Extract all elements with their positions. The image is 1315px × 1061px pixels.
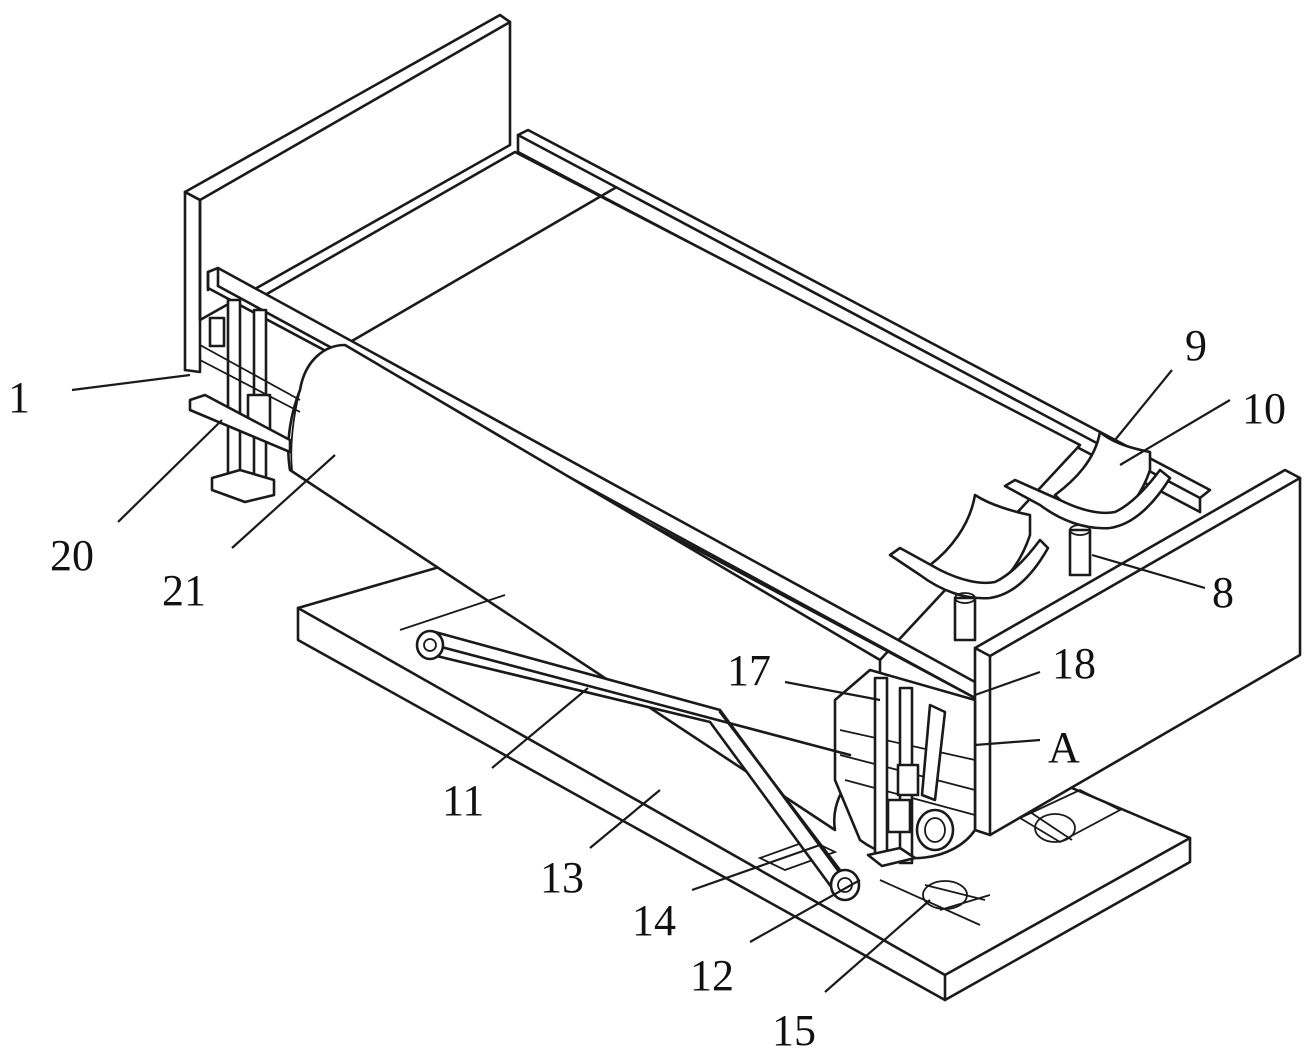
leader-13 (589, 789, 661, 849)
scissor-linkage (399, 594, 861, 902)
leg-support-near (888, 493, 1050, 642)
label-14: 14 (632, 896, 676, 945)
leader-A (974, 738, 1041, 747)
reference-labels: 1 20 21 9 10 8 17 18 A 11 13 14 12 15 (8, 321, 1286, 1055)
right-lift-assembly (833, 668, 977, 868)
leader-11 (491, 687, 589, 769)
label-17: 17 (727, 646, 771, 695)
label-A: A (1048, 723, 1080, 772)
label-15: 15 (772, 1006, 816, 1055)
leader-lines (71, 369, 1231, 993)
leader-17 (784, 680, 881, 702)
label-11: 11 (442, 776, 484, 825)
leader-12 (749, 879, 861, 943)
label-8: 8 (1212, 568, 1234, 617)
head-board (183, 13, 512, 374)
leader-21 (231, 454, 336, 549)
leader-10 (1119, 399, 1231, 466)
label-9: 9 (1185, 321, 1207, 370)
leader-9 (1114, 369, 1173, 441)
leader-14 (691, 843, 821, 892)
label-18: 18 (1052, 639, 1096, 688)
label-1: 1 (8, 373, 30, 422)
leader-20 (117, 419, 223, 523)
left-lift-column (188, 298, 301, 504)
leader-8 (1091, 553, 1206, 590)
label-13: 13 (540, 853, 584, 902)
leader-1 (71, 373, 191, 392)
label-12: 12 (690, 951, 734, 1000)
label-10: 10 (1242, 384, 1286, 433)
leader-18 (974, 670, 1041, 697)
leader-15 (824, 899, 931, 993)
leg-support-far (1003, 430, 1172, 577)
label-21: 21 (162, 566, 206, 615)
label-20: 20 (50, 531, 94, 580)
